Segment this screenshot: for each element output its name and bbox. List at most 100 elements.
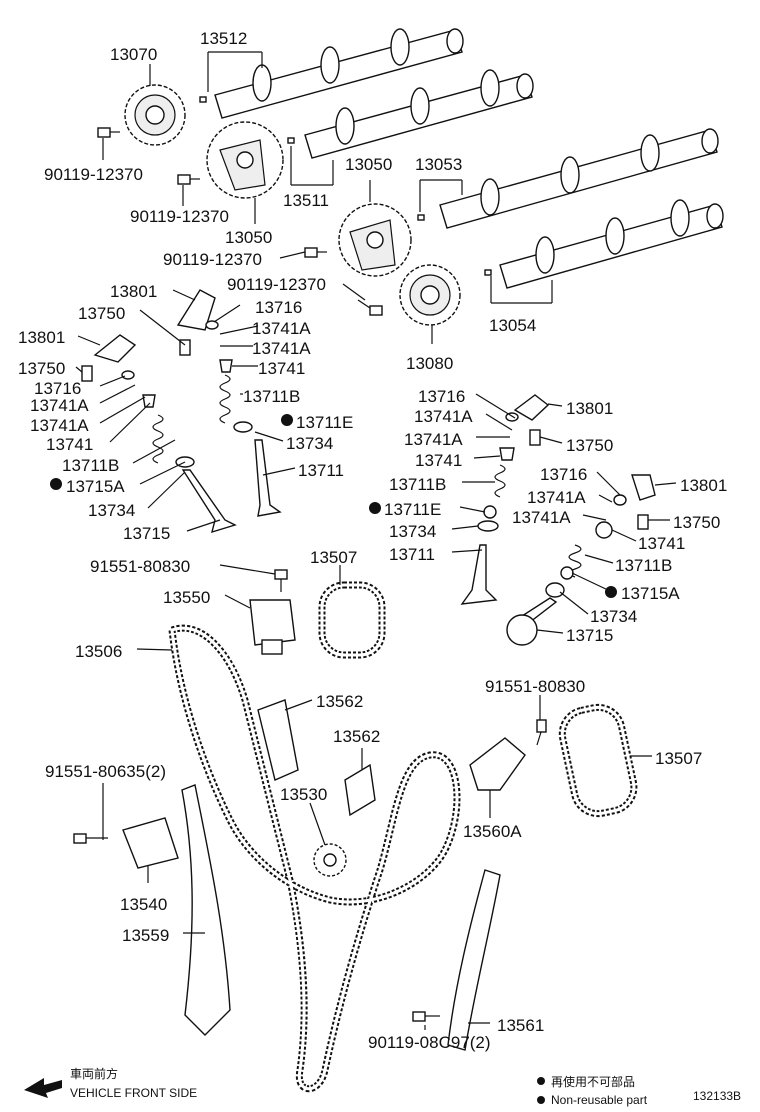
tensioner-13540 [122, 817, 179, 869]
part-label: 13801 [18, 328, 65, 347]
part-label: 90119-12370 [44, 165, 143, 184]
part-label: 13734 [88, 501, 135, 520]
part-label: 13711E [384, 500, 441, 519]
part-label: 13734 [286, 434, 333, 453]
camshaft-intake-2 [439, 128, 719, 229]
part-label: 13750 [78, 304, 125, 323]
part-label: 13711B [62, 456, 119, 475]
camshaft-pins [199, 96, 492, 276]
part-label: 13716 [418, 387, 465, 406]
part-label: 13716 [540, 465, 587, 484]
bolts [73, 127, 547, 1022]
part-label: 13801 [680, 476, 727, 495]
cam-timing-gear-13080 [399, 264, 461, 326]
part-label: 13711B [615, 556, 672, 575]
part-label: 13507 [310, 548, 357, 567]
part-label: 13741A [404, 430, 463, 449]
part-label: 13711 [389, 545, 435, 564]
part-label: 13070 [110, 45, 157, 64]
part-label: 13050 [345, 155, 392, 174]
part-label: 90119-12370 [163, 250, 262, 269]
cam-sprocket-13050-right [338, 203, 412, 277]
tensioner-13560A [469, 737, 526, 791]
part-label: 90119-12370 [227, 275, 326, 294]
part-label: 13741 [46, 435, 93, 454]
valve-train-left [81, 289, 282, 534]
part-label: 13741A [252, 319, 311, 338]
part-label: 13801 [566, 399, 613, 418]
nonreusable-label-en: Non-reusable part [551, 1093, 648, 1107]
part-label: 13741A [512, 508, 571, 527]
part-label: 13054 [489, 316, 536, 335]
part-label: 13715 [566, 626, 613, 645]
part-label: 13540 [120, 895, 167, 914]
part-label: 91551-80830 [485, 677, 585, 696]
guide-13559 [181, 784, 231, 1036]
front-label-en: VEHICLE FRONT SIDE [70, 1086, 197, 1100]
part-label: 13741A [414, 407, 473, 426]
part-label: 90119-12370 [130, 207, 229, 226]
part-label: 13561 [497, 1016, 544, 1035]
nonreusable-label-jp: 再使用不可部品 [551, 1074, 635, 1089]
part-label: 13750 [566, 436, 613, 455]
part-label: 13530 [280, 785, 327, 804]
part-label: 13741 [258, 359, 305, 378]
leader-lines [75, 51, 677, 1030]
chain-13507-right [558, 703, 638, 818]
valve-train-right [460, 394, 656, 646]
part-label: 13560A [463, 822, 522, 841]
part-label: 13750 [18, 359, 65, 378]
front-arrow-icon [24, 1078, 62, 1098]
legend: 車両前方 VEHICLE FRONT SIDE 再使用不可部品 Non-reus… [24, 1066, 741, 1107]
part-label: 13053 [415, 155, 462, 174]
part-label: 13550 [163, 588, 210, 607]
part-label: 13511 [283, 191, 329, 210]
part-label: 13050 [225, 228, 272, 247]
part-label: 13512 [200, 29, 247, 48]
part-label: 13711B [389, 475, 446, 494]
part-label: 90119-08C97(2) [368, 1033, 491, 1052]
part-label: 13562 [333, 727, 380, 746]
guide-13562-lower [344, 763, 376, 817]
part-label: 13715A [621, 584, 680, 603]
cam-timing-gear-13070 [124, 84, 186, 146]
part-label: 91551-80635(2) [45, 762, 166, 781]
camshaft-exhaust-1 [304, 69, 534, 159]
nonreusable-dot-icon [537, 1096, 545, 1104]
part-label: 13507 [655, 749, 702, 768]
nonreusable-dot-icon [537, 1077, 545, 1085]
part-label: 13716 [34, 379, 81, 398]
camshaft-exhaust-2 [499, 199, 724, 289]
part-label: 13734 [389, 522, 436, 541]
part-label: 13734 [590, 607, 637, 626]
part-label: 13559 [122, 926, 169, 945]
part-label: 13741A [252, 339, 311, 358]
part-label: 13711 [298, 461, 344, 480]
part-label: 13562 [316, 692, 363, 711]
camshaft-intake-1 [214, 28, 464, 119]
cam-sprocket-13050-left [206, 121, 284, 199]
part-label: 13506 [75, 642, 122, 661]
part-label: 13801 [110, 282, 157, 301]
diagram-id: 132133B [693, 1089, 741, 1103]
guide-13561 [447, 869, 501, 1051]
part-label: 13741A [30, 396, 89, 415]
part-label: 13741 [638, 534, 685, 553]
part-label: 13715 [123, 524, 170, 543]
part-label: 13711E [296, 413, 353, 432]
part-label: 13741 [415, 451, 462, 470]
part-label: 13741A [527, 488, 586, 507]
timing-chain-13506 [168, 624, 461, 1093]
part-label: 91551-80830 [90, 557, 190, 576]
part-label: 13741A [30, 416, 89, 435]
part-label: 13750 [673, 513, 720, 532]
part-label: 13715A [66, 477, 125, 496]
tensioner-13550 [249, 599, 296, 655]
part-label: 13716 [255, 298, 302, 317]
part-label: 13711B [243, 387, 300, 406]
crank-sprocket-13530 [313, 843, 347, 877]
part-labels: 13070 13512 90119-12370 90119-12370 1351… [18, 29, 727, 1052]
nonreusable-markers [50, 414, 617, 598]
